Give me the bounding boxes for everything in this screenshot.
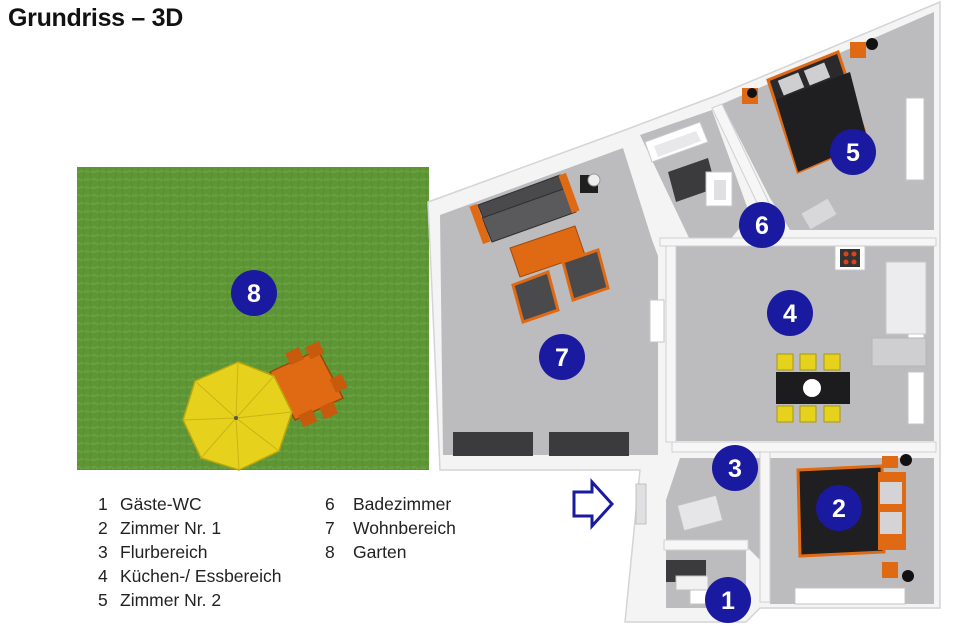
- legend-item: 6 Badezimmer: [325, 492, 456, 516]
- legend-num: 6: [325, 494, 335, 514]
- legend-label: Garten: [353, 542, 407, 562]
- marker-6-label: 6: [755, 212, 769, 240]
- legend-item: 5 Zimmer Nr. 2: [98, 588, 281, 612]
- marker-6: 6: [739, 202, 785, 248]
- garden: [77, 167, 429, 471]
- marker-8: 8: [231, 270, 277, 316]
- marker-1: 1: [705, 577, 751, 623]
- bathroom-furniture: [644, 121, 837, 230]
- legend-item: 2 Zimmer Nr. 1: [98, 516, 281, 540]
- legend-num: 7: [325, 518, 335, 538]
- sun-umbrella-icon: [182, 361, 293, 471]
- marker-3: 3: [712, 445, 758, 491]
- legend-item: 4 Küchen-/ Essbereich: [98, 564, 281, 588]
- legend-num: 2: [98, 518, 108, 538]
- entrance-arrow-icon: [572, 478, 615, 530]
- legend-left: 1 Gäste-WC 2 Zimmer Nr. 1 3 Flurbereich 4 Kü…: [98, 492, 281, 612]
- legend-label: Zimmer Nr. 1: [120, 518, 222, 538]
- marker-3-label: 3: [728, 455, 742, 483]
- page-title: Grundriss – 3D: [8, 4, 184, 32]
- marker-7: 7: [539, 334, 585, 380]
- legend-label: Flurbereich: [120, 542, 208, 562]
- kitchen-furniture: [776, 245, 927, 423]
- garden-dining-set: [268, 341, 348, 428]
- marker-4-label: 4: [783, 300, 797, 328]
- legend-item: 8 Garten: [325, 540, 456, 564]
- legend-label: Zimmer Nr. 2: [120, 590, 222, 610]
- legend-item: 3 Flurbereich: [98, 540, 281, 564]
- legend-num: 4: [98, 566, 108, 586]
- legend-num: 5: [98, 590, 108, 610]
- legend-label: Wohnbereich: [353, 518, 456, 538]
- living-furniture: [453, 172, 629, 456]
- legend-label: Badezimmer: [353, 494, 452, 514]
- legend-num: 8: [325, 542, 335, 562]
- marker-2: 2: [816, 485, 862, 531]
- marker-8-label: 8: [247, 280, 261, 308]
- legend-num: 1: [98, 494, 108, 514]
- marker-2-label: 2: [832, 495, 846, 523]
- legend-item: 7 Wohnbereich: [325, 516, 456, 540]
- legend-right: 6 Badezimmer 7 Wohnbereich 8 Garten: [325, 492, 456, 564]
- hallway-wc-furniture: [635, 483, 724, 591]
- legend-label: Gäste-WC: [120, 494, 202, 514]
- legend-label: Küchen-/ Essbereich: [120, 566, 282, 586]
- inner-walls: [659, 103, 937, 603]
- marker-5-label: 5: [846, 139, 860, 167]
- marker-7-label: 7: [555, 344, 569, 372]
- legend-num: 3: [98, 542, 108, 562]
- marker-4: 4: [767, 290, 813, 336]
- marker-1-label: 1: [721, 587, 735, 615]
- marker-5: 5: [830, 129, 876, 175]
- legend-item: 1 Gäste-WC: [98, 492, 281, 516]
